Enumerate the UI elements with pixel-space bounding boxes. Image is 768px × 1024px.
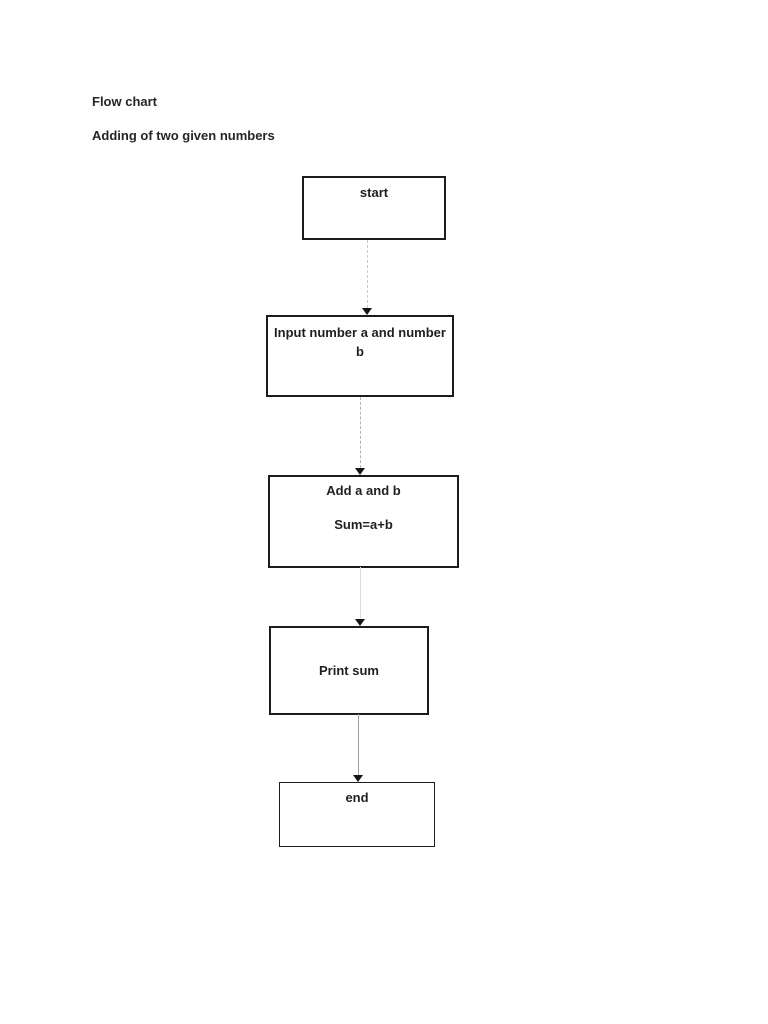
connector-start-to-input — [362, 240, 373, 316]
arrowhead-down-icon — [355, 468, 365, 475]
arrowhead-down-icon — [362, 308, 372, 315]
connector-input-to-add — [355, 397, 366, 476]
arrowhead-down-icon — [355, 619, 365, 626]
flow-node-end: end — [279, 782, 435, 847]
flow-node-input: Input number a and number b — [266, 315, 454, 397]
flow-node-add: Add a and b Sum=a+b — [268, 475, 459, 568]
connector-print-to-end — [353, 714, 364, 783]
arrowhead-down-icon — [353, 775, 363, 782]
page-title: Flow chart — [92, 94, 158, 109]
connector-line — [360, 567, 361, 619]
flow-node-start: start — [302, 176, 446, 240]
connector-line — [360, 397, 361, 468]
connector-line — [358, 714, 359, 775]
connector-line — [367, 240, 368, 308]
connector-add-to-print — [355, 567, 366, 627]
page-subtitle: Adding of two given numbers — [92, 128, 275, 143]
flow-node-print: Print sum — [269, 626, 429, 715]
